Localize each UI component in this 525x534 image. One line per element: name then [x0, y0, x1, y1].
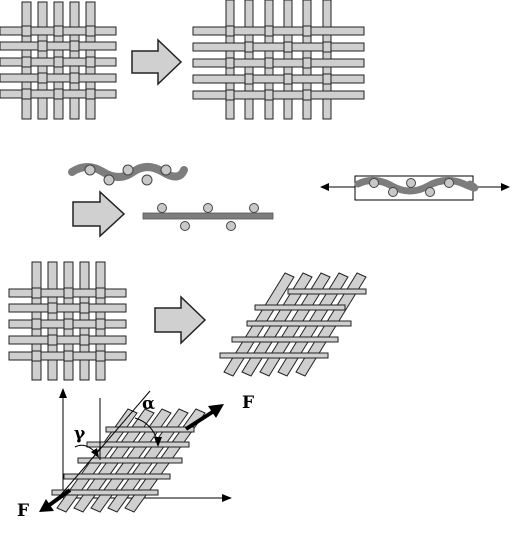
force-label-bottom: F: [17, 501, 29, 521]
plain-weave-before-2: [8, 261, 127, 381]
right-block-arrow-icon: [131, 38, 183, 86]
tensioned-yarn-cross-section: [320, 175, 510, 201]
force-arrow-icon: [184, 409, 216, 431]
sheared-weave-with-forces: F F α γ: [17, 388, 254, 521]
right-block-arrow-icon: [72, 190, 126, 238]
plain-weave-straightened: [192, 0, 365, 120]
plain-weave-before-1: [0, 1, 117, 120]
angle-gamma-label: γ: [74, 424, 86, 444]
right-block-arrow-icon: [154, 295, 207, 345]
straightened-yarn-cross-section: [142, 203, 274, 231]
crimped-yarn-cross-section: [68, 163, 188, 186]
force-label-top: F: [242, 393, 254, 413]
sheared-weave: [219, 272, 367, 377]
force-arrow-icon: [46, 488, 72, 508]
angle-alpha-label: α: [142, 394, 155, 414]
